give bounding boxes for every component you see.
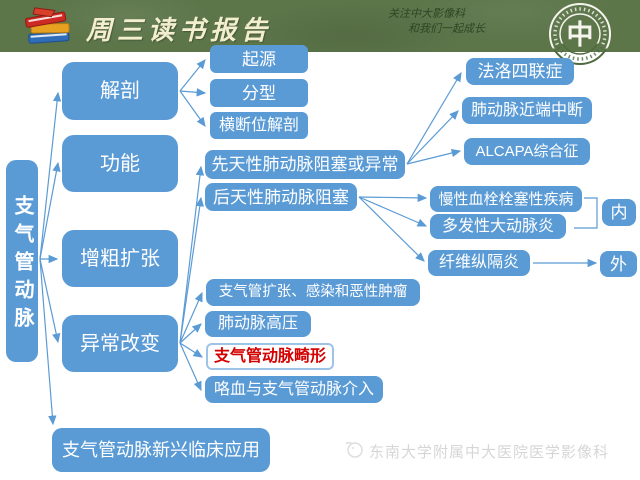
node-hemoptysis-intervention: 咯血与支气管动脉介入 (205, 376, 383, 403)
node-proximal-pa-interruption: 肺动脉近端中断 (462, 97, 592, 124)
node-origin: 起源 (210, 45, 308, 73)
tagline-line1: 关注中大影像科 (388, 8, 465, 20)
node-external-label: 外 (600, 251, 637, 277)
node-clinical-applications: 支气管动脉新兴临床应用 (52, 428, 270, 472)
books-icon (22, 3, 74, 54)
node-abnormal-changes: 异常改变 (62, 315, 178, 372)
header-banner: 周三读书报告 关注中大影像科 和我们一起成长 中 (0, 0, 640, 65)
watermark-text: 东南大学附属中大医院医学影像科 (369, 443, 610, 461)
node-bronchial-artery: 支气管动脉 (6, 160, 38, 362)
banner-tagline: 关注中大影像科 和我们一起成长 (388, 7, 518, 37)
node-takayasu-arteritis: 多发性大动脉炎 (430, 214, 566, 239)
page-title: 周三读书报告 (86, 15, 273, 45)
watermark-logo-icon (343, 440, 365, 462)
hospital-seal-icon: 中 (546, 0, 614, 75)
node-bronchial-artery-malformation: 支气管动脉畸形 (206, 343, 334, 370)
node-chronic-thromboembolic-disease: 慢性血栓栓塞性疾病 (430, 186, 582, 212)
node-classification: 分型 (210, 79, 308, 107)
node-acquired-pa-obstruction: 后天性肺动脉阻塞 (205, 183, 357, 211)
node-pulmonary-hypertension: 肺动脉高压 (205, 311, 311, 337)
node-fibrosing-mediastinitis: 纤维纵隔炎 (428, 250, 530, 276)
node-bronchiectasis-infection-malignancy: 支气管扩张、感染和恶性肿瘤 (206, 279, 420, 306)
node-axial-anatomy: 横断位解剖 (210, 112, 308, 139)
watermark: 东南大学附属中大医院医学影像科 (343, 440, 609, 462)
node-internal-label: 内 (602, 199, 636, 226)
node-congenital-pa-obstruction: 先天性肺动脉阻塞或异常 (205, 150, 405, 179)
node-tetralogy-of-fallot: 法洛四联症 (466, 58, 574, 85)
node-dilation: 增粗扩张 (62, 230, 178, 287)
node-function: 功能 (62, 135, 178, 192)
svg-text:中: 中 (567, 20, 594, 50)
node-alcapa-syndrome: ALCAPA综合征 (464, 138, 590, 165)
node-anatomy: 解剖 (62, 62, 178, 120)
tagline-line2: 和我们一起成长 (408, 23, 485, 35)
